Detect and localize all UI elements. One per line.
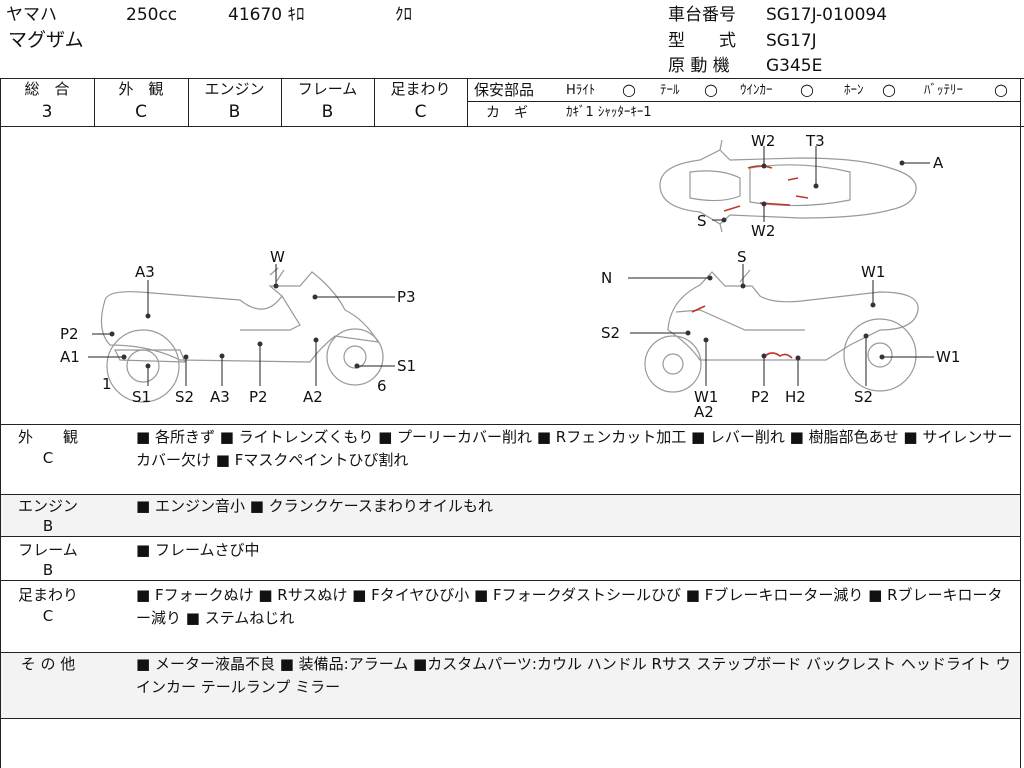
safety-winker-mark: ○ bbox=[800, 80, 814, 99]
note-category-suspension: 足まわり bbox=[17, 586, 78, 604]
frame-number-label: 車台番号 bbox=[668, 5, 736, 25]
note-grade-suspension: C bbox=[42, 607, 54, 625]
safety-headlight-mark: ○ bbox=[622, 80, 636, 99]
diagram-label: P2 bbox=[249, 388, 268, 406]
safety-item-taillight: ﾃｰﾙ bbox=[660, 83, 680, 98]
diagram-label: S2 bbox=[854, 388, 873, 406]
grade-overall-label: 総 合 bbox=[24, 80, 70, 98]
safety-item-winker: ｳｲﾝｶｰ bbox=[740, 83, 773, 98]
diagram-label: W2 bbox=[751, 222, 775, 240]
diagram-label: P3 bbox=[397, 288, 416, 306]
mileage: 41670 ｷﾛ bbox=[228, 5, 305, 25]
diagram-label: A1 bbox=[60, 348, 80, 366]
diagram-label: A3 bbox=[210, 388, 230, 406]
note-text-other: ■ メーター液晶不良 ■ 装備品:アラーム ■カスタムパーツ:カウル ハンドル … bbox=[136, 655, 1011, 696]
model-type-label: 型 式 bbox=[668, 31, 736, 51]
diagram-label: S2 bbox=[601, 324, 620, 342]
model-name: マグザム bbox=[8, 29, 84, 51]
grade-suspension-value: C bbox=[414, 102, 427, 122]
note-text-suspension: ■ Fフォークぬけ ■ Rサスぬけ ■ Fタイヤひび小 ■ Fフォークダストシー… bbox=[136, 586, 1003, 627]
note-category-other: そ の 他 bbox=[20, 655, 76, 673]
safety-item-horn: ﾎｰﾝ bbox=[844, 83, 864, 98]
frame-number: SG17J-010094 bbox=[766, 5, 888, 25]
note-grade-frame: B bbox=[42, 561, 54, 579]
key-value: ｶｷﾞ1 ｼｬｯﾀｰｷｰ1 bbox=[566, 105, 652, 120]
safety-horn-mark: ○ bbox=[882, 80, 896, 99]
diagram-label: A3 bbox=[135, 263, 155, 281]
key-label: カ ギ bbox=[486, 105, 528, 121]
diagram-label: W2 bbox=[751, 132, 775, 150]
diagram-label: S2 bbox=[175, 388, 194, 406]
engine-code: G345E bbox=[766, 56, 823, 76]
safety-parts-label: 保安部品 bbox=[474, 81, 535, 99]
diagram-label: P2 bbox=[60, 325, 79, 343]
diagram-label: 1 bbox=[102, 375, 112, 393]
safety-taillight-mark: ○ bbox=[704, 80, 718, 99]
note-grade-engine: B bbox=[42, 517, 54, 535]
diagram-label: 6 bbox=[377, 377, 387, 395]
diagram-label: W bbox=[270, 248, 285, 266]
diagram-label: W1 bbox=[694, 388, 718, 406]
grade-overall-value: 3 bbox=[41, 102, 53, 122]
grade-exterior-label: 外 観 bbox=[118, 80, 164, 98]
grade-exterior-value: C bbox=[135, 102, 147, 122]
diagram-label: W1 bbox=[936, 348, 960, 366]
scooter-top-view bbox=[659, 139, 917, 233]
diagram-label: W1 bbox=[861, 263, 885, 281]
note-text-engine: ■ エンジン音小 ■ クランクケースまわりオイルもれ bbox=[136, 497, 493, 515]
grade-frame-label: フレーム bbox=[297, 80, 358, 98]
maker-name: ヤマハ bbox=[6, 5, 57, 25]
note-category-exterior: 外 観 bbox=[17, 428, 78, 446]
grade-frame-value: B bbox=[321, 102, 334, 122]
model-type: SG17J bbox=[766, 31, 817, 51]
diagram-label: S bbox=[697, 212, 707, 230]
note-grade-exterior: C bbox=[42, 449, 54, 467]
diagram-label: A2 bbox=[694, 403, 714, 421]
diagram-label: S1 bbox=[397, 357, 416, 375]
note-text-frame: ■ フレームさび中 bbox=[136, 541, 260, 559]
note-text-exterior: ■ 各所きず ■ ライトレンズくもり ■ プーリーカバー削れ ■ Rフェンカット… bbox=[136, 428, 1013, 469]
engine-code-label: 原 動 機 bbox=[668, 56, 730, 76]
damage-diagram: W A3 P3 P2 A1 S1 1 S1 S2 A3 P2 A2 6 N S … bbox=[60, 132, 960, 421]
safety-battery-mark: ○ bbox=[994, 80, 1008, 99]
safety-item-battery: ﾊﾞｯﾃﾘｰ bbox=[924, 83, 963, 98]
safety-item-headlight: Hﾗｲﾄ bbox=[566, 83, 596, 98]
engine-displacement: 250cc bbox=[126, 5, 178, 25]
diagram-label: N bbox=[601, 269, 612, 287]
diagram-label: A bbox=[933, 154, 944, 172]
note-category-engine: エンジン bbox=[17, 497, 78, 515]
diagram-label: H2 bbox=[785, 388, 806, 406]
body-color: ｸﾛ bbox=[395, 5, 412, 25]
grade-engine-label: エンジン bbox=[204, 80, 265, 98]
scooter-right-side-view bbox=[644, 269, 919, 393]
scooter-left-side-view bbox=[100, 267, 384, 403]
diagram-label: S bbox=[737, 248, 747, 266]
diagram-label: S1 bbox=[132, 388, 151, 406]
grade-engine-value: B bbox=[228, 102, 241, 122]
diagram-label: P2 bbox=[751, 388, 770, 406]
diagram-label: T3 bbox=[805, 132, 825, 150]
grade-suspension-label: 足まわり bbox=[390, 80, 451, 98]
note-category-frame: フレーム bbox=[18, 541, 78, 559]
diagram-label: A2 bbox=[303, 388, 323, 406]
